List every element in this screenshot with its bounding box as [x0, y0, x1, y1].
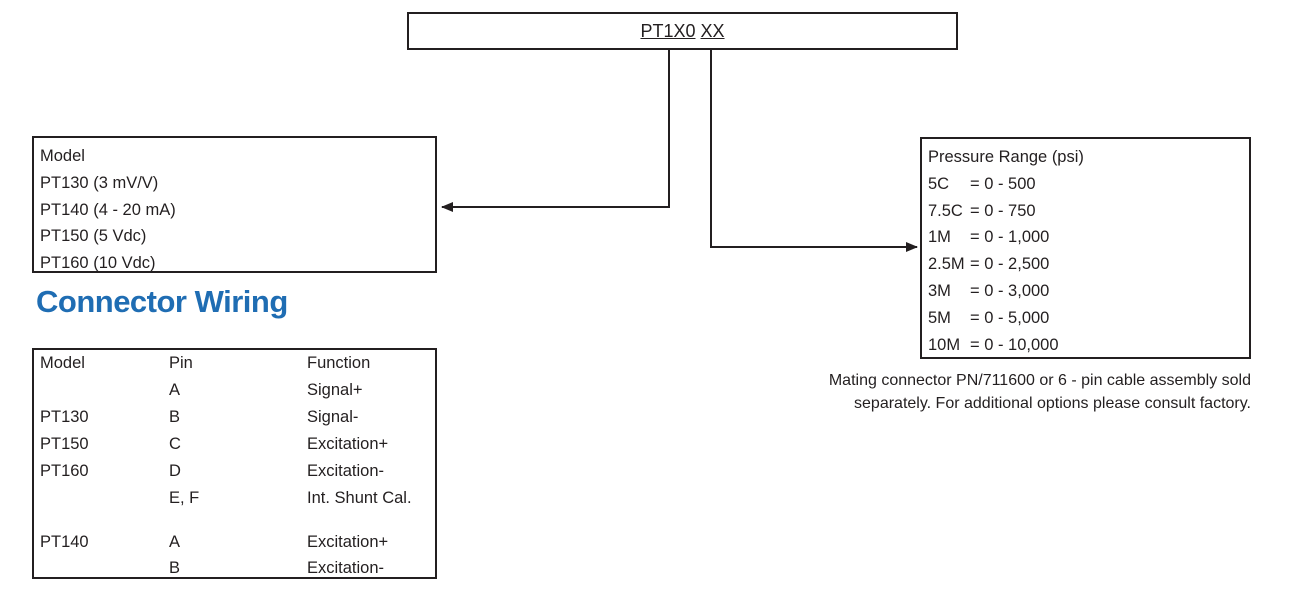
pressure-range-item: 10M = 0 - 10,000 [928, 332, 1249, 359]
header-model: Model [40, 354, 85, 372]
model-option: PT130 (3 mV/V) [40, 173, 159, 192]
pressure-range-item: 5C = 0 - 500 [928, 171, 1249, 198]
wiring-function: Excitation+ [307, 533, 389, 551]
wiring-row: E, F Int. Shunt Cal. [34, 485, 435, 512]
pressure-code: 5C [928, 174, 950, 193]
wiring-pin: B [169, 408, 181, 426]
wiring-model: PT130 [40, 408, 89, 426]
wiring-function: Signal+ [307, 381, 363, 399]
header-pin: Pin [169, 354, 193, 372]
pressure-range-item: 2.5M = 0 - 2,500 [928, 251, 1249, 278]
wiring-function: Excitation+ [307, 435, 389, 453]
wiring-function: Excitation- [307, 559, 385, 577]
pressure-code: 7.5C [928, 201, 963, 220]
pressure-code: 2.5M [928, 255, 965, 274]
pressure-arrow [710, 50, 918, 252]
pressure-range-item: 7.5C = 0 - 750 [928, 198, 1249, 225]
wiring-table: Model Pin Function A Signal+ PT130 B Sig… [32, 348, 437, 579]
header-function: Function [307, 354, 371, 372]
note-line-1: Mating connector PN/711600 or 6 - pin ca… [828, 372, 1251, 389]
pressure-code: 5M [928, 308, 951, 327]
model-option: PT150 (5 Vdc) [40, 227, 147, 246]
wiring-row: PT140 A Excitation+ [34, 529, 435, 556]
pressure-range-box: Pressure Range (psi) 5C = 0 - 500 7.5C = 0… [920, 137, 1251, 359]
section-title: Connector Wiring [36, 284, 288, 319]
wiring-function: Int. Shunt Cal. [307, 489, 412, 507]
wiring-function: Signal- [307, 408, 359, 426]
pressure-value: = 0 - 750 [970, 201, 1036, 220]
model-option: PT160 (10 Vdc) [40, 254, 156, 273]
wiring-row: PT160 D Excitation- [34, 458, 435, 485]
pressure-value: = 0 - 5,000 [970, 308, 1050, 327]
wiring-model: PT150 [40, 435, 89, 453]
wiring-pin: A [169, 381, 181, 399]
model-box: Model PT130 (3 mV/V) PT140 (4 - 20 mA) P… [32, 136, 437, 273]
wiring-row: PT130 B Signal- [34, 404, 435, 431]
wiring-row: B Excitation- [34, 555, 435, 582]
pressure-value: = 0 - 10,000 [970, 335, 1059, 354]
model-arrow [441, 50, 670, 212]
wiring-pin: D [169, 462, 181, 480]
part-number-prefix: PT1X0 [640, 21, 696, 41]
part-number-box: PT1X0 XX [407, 12, 958, 50]
pressure-range-title: Pressure Range (psi) [928, 148, 1084, 166]
pressure-value: = 0 - 500 [970, 174, 1036, 193]
pressure-code: 1M [928, 228, 951, 247]
wiring-row: A Signal+ [34, 377, 435, 404]
pressure-value: = 0 - 2,500 [970, 255, 1050, 274]
model-option: PT140 (4 - 20 mA) [40, 200, 176, 219]
pressure-value: = 0 - 3,000 [970, 281, 1050, 300]
pressure-value: = 0 - 1,000 [970, 228, 1050, 247]
wiring-pin: B [169, 559, 181, 577]
pressure-code: 10M [928, 335, 961, 354]
pressure-range-item: 3M = 0 - 3,000 [928, 278, 1249, 305]
wiring-pin: A [169, 533, 181, 551]
part-number-suffix: XX [700, 21, 725, 41]
wiring-model: PT160 [40, 462, 89, 480]
model-box-title: Model [40, 147, 85, 165]
note-line-2: separately. For additional options pleas… [854, 395, 1251, 412]
mating-connector-note: Mating connector PN/711600 or 6 - pin ca… [780, 369, 1251, 415]
wiring-pin: E, F [169, 489, 200, 507]
wiring-header-row: Model Pin Function [34, 350, 435, 377]
pressure-range-item: 5M = 0 - 5,000 [928, 305, 1249, 332]
wiring-model: PT140 [40, 533, 89, 551]
wiring-row: PT150 C Excitation+ [34, 431, 435, 458]
pressure-code: 3M [928, 281, 951, 300]
wiring-pin: C [169, 435, 181, 453]
pressure-range-item: 1M = 0 - 1,000 [928, 224, 1249, 251]
wiring-function: Excitation- [307, 462, 385, 480]
